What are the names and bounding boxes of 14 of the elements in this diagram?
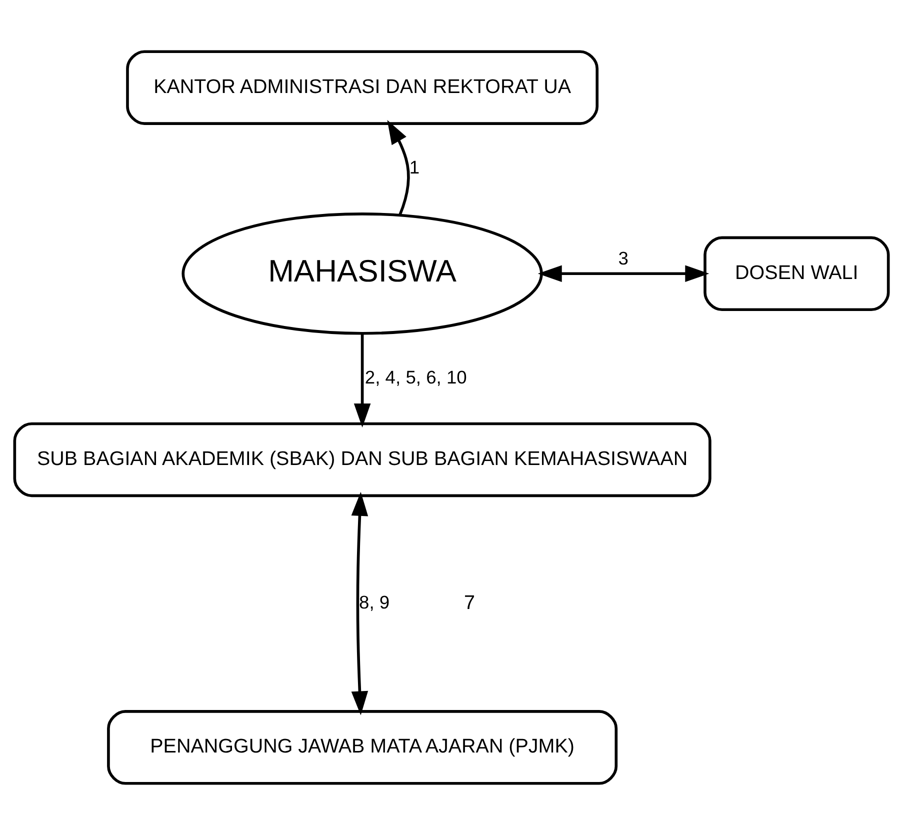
node-box: DOSEN WALI — [703, 236, 890, 311]
edge-label: 1 — [408, 156, 420, 177]
node-ellipse: MAHASISWA — [181, 212, 542, 334]
node-box: SUB BAGIAN AKADEMIK (SBAK) DAN SUB BAGIAN KEMAHASISWAAN — [12, 422, 711, 497]
arrow — [353, 333, 370, 428]
arrow — [386, 120, 410, 215]
node-box: KANTOR ADMINISTRASI DAN REKTORAT UA — [126, 50, 598, 124]
label: 7 — [463, 591, 474, 614]
edge-label: 2, 4, 5, 6, 10 — [364, 366, 466, 387]
edge-label: 8, 9 — [358, 590, 390, 612]
arrow — [350, 491, 368, 715]
edge-label: 3 — [618, 246, 628, 268]
arrow — [537, 264, 709, 282]
node-box: PENANGGUNG JAWAB MATA AJARAN (PJMK) — [106, 710, 618, 784]
